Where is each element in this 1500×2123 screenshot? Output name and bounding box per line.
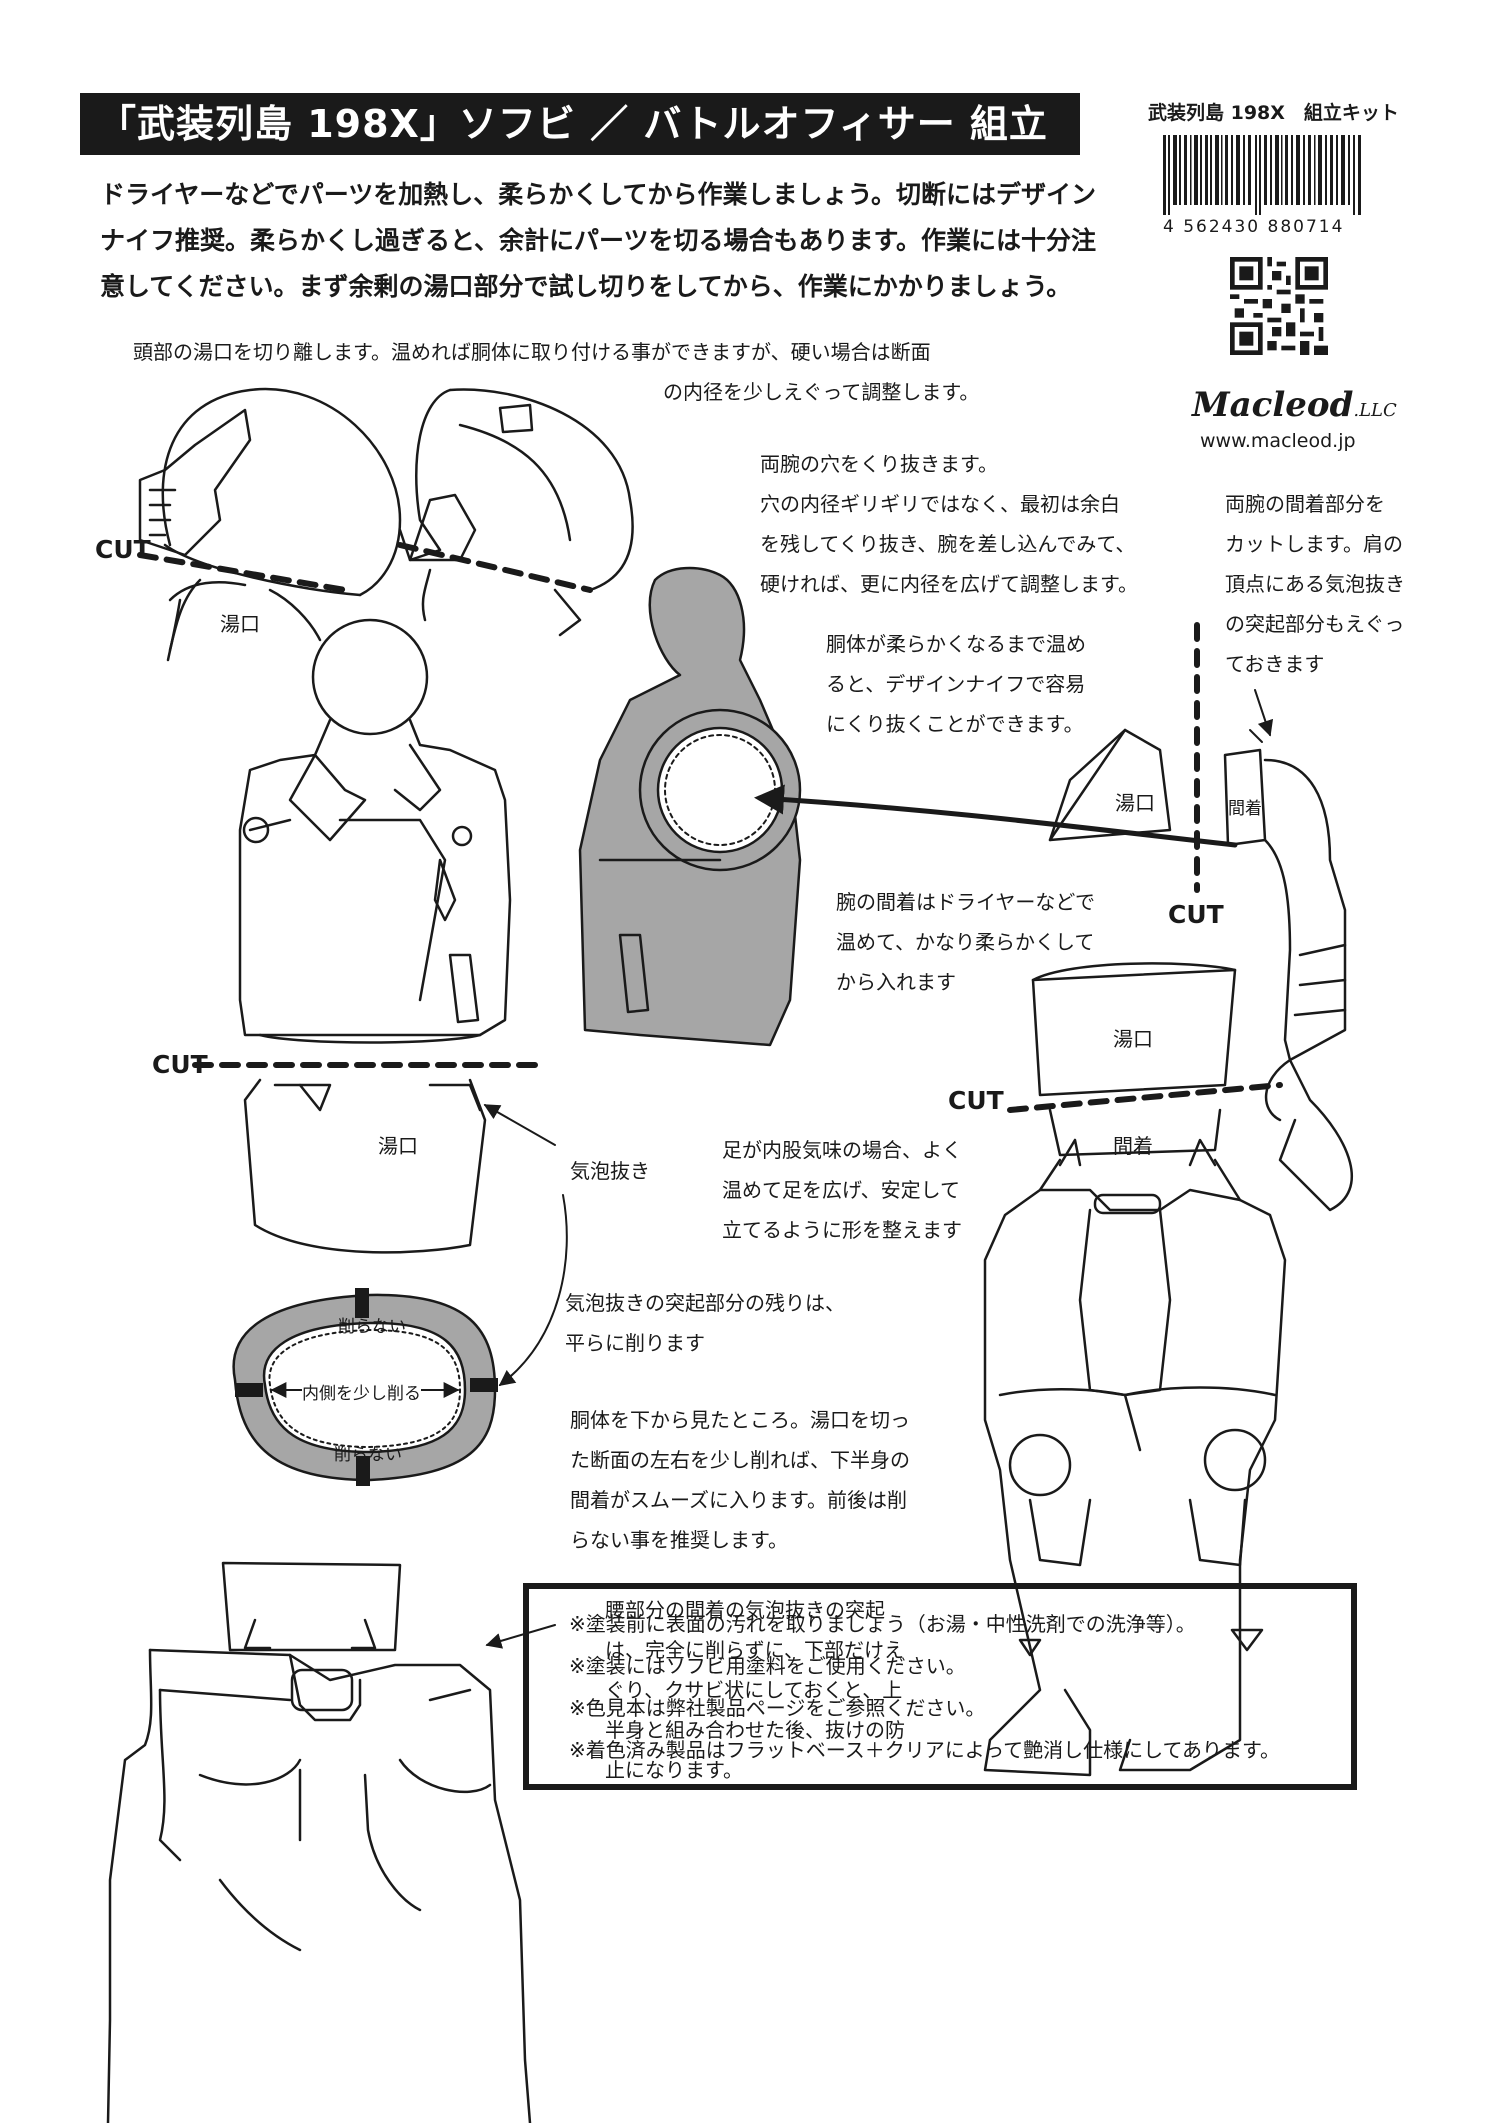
sprue-label-arm: 湯口 <box>1115 791 1155 815</box>
intro-line: 意してください。まず余剰の湯口部分で試し切りをしてから、作業にかかりましょう。 <box>100 272 1072 301</box>
cut-line-lower <box>1007 1082 1283 1113</box>
arm-to-hole-arrow <box>754 784 1238 848</box>
note-line: ぐり、クサビ状にしておくと、上 <box>605 1678 903 1702</box>
note-line: の突起部分もえぐっ <box>1225 612 1405 636</box>
note-torso-bottom: 胴体を下から見たところ。湯口を切っ た断面の左右を少し削れば、下半身の 間着がス… <box>570 1400 910 1560</box>
cut-label-torso: CUT <box>152 1050 208 1079</box>
note-arm-joint: 両腕の間着部分を カットします。肩の 頂点にある気泡抜き の突起部分もえぐっ て… <box>1225 484 1405 684</box>
note-line: 半身と組み合わせた後、抜けの防 <box>605 1718 905 1742</box>
note-line: 温めて足を広げ、安定して <box>722 1178 960 1202</box>
intro-line: ドライヤーなどでパーツを加熱し、柔らかくしてから作業しましょう。切断にはデザイン <box>100 180 1097 209</box>
footer-note: ※塗装にはソフビ用塗料をご使用ください。 <box>569 1654 966 1678</box>
note-line: の内径を少しえぐって調整します。 <box>663 380 980 404</box>
note-bubble-rest: 気泡抜きの突起部分の残りは、 平らに削ります <box>565 1283 845 1363</box>
barcode-icon <box>1163 135 1361 215</box>
note-line: た断面の左右を少し削れば、下半身の <box>570 1448 910 1472</box>
qr-code-icon <box>1230 257 1328 355</box>
barcode-number: 4 562430 880714 <box>1163 217 1345 237</box>
note-line: は、完全に削らずに、下部だけえ <box>605 1638 904 1662</box>
note-line: にくり抜くことができます。 <box>826 712 1084 736</box>
note-line: 胴体を下から見たところ。湯口を切っ <box>570 1408 910 1432</box>
joint-label-arm: 間着 <box>1228 799 1262 819</box>
brand-url: www.macleod.jp <box>1200 430 1356 452</box>
note-line: から入れます <box>836 970 956 994</box>
painting-notes-box: ※塗装前に表面の汚れを取りましょう（お湯・中性洗剤での洗浄等）。 ※塗装にはソフ… <box>523 1583 1357 1790</box>
note-line: 穴の内径ギリギリではなく、最初は余白 <box>760 492 1120 516</box>
shave-inside-label: 内側を少し削る <box>302 1379 421 1404</box>
arm <box>1223 729 1354 1212</box>
note-line: 腕の間着はドライヤーなどで <box>836 890 1095 914</box>
note-head: 頭部の湯口を切り離します。温めれば胴体に取り付ける事ができますが、硬い場合は断面… <box>133 332 979 412</box>
kit-label: 武装列島 198X 組立キット <box>1148 102 1399 124</box>
joint-label-lower: 間着 <box>1113 1134 1153 1158</box>
note-line: 気泡抜きの突起部分の残りは、 <box>565 1291 845 1315</box>
note-line: カットします。肩の <box>1225 532 1403 556</box>
intro-line: ナイフ推奨。柔らかくし過ぎると、余計にパーツを切る場合もあります。作業には十分注 <box>100 226 1097 255</box>
cut-label-arm: CUT <box>1168 900 1224 929</box>
note-line: 間着がスムーズに入ります。前後は削 <box>570 1488 907 1512</box>
bubble-vent-arrow <box>483 1104 556 1146</box>
torso-front <box>238 618 512 1044</box>
bubble-vent-label: 気泡抜き <box>570 1159 650 1183</box>
neck-sprue <box>168 578 247 652</box>
cut-label-head: CUT <box>95 535 151 564</box>
note-line: 立てるように形を整えます <box>722 1218 962 1242</box>
waist-detail <box>106 1561 532 2123</box>
torso-sprue <box>243 1078 487 1254</box>
note-arm-insert: 腕の間着はドライヤーなどで 温めて、かなり柔らかくして から入れます <box>836 882 1095 1002</box>
note-line: 腰部分の間着の気泡抜きの突起 <box>605 1598 885 1622</box>
note-line: 硬ければ、更に内径を広げて調整します。 <box>760 572 1138 596</box>
sprue-label-head: 湯口 <box>220 612 260 636</box>
note-line: 平らに削ります <box>565 1331 705 1355</box>
arm-sprue <box>1048 728 1172 842</box>
note-line: らない事を推奨します。 <box>570 1528 788 1552</box>
cut-label-lower: CUT <box>948 1086 1004 1115</box>
sprue-label-torso: 湯口 <box>378 1134 418 1158</box>
note-line: 頭部の湯口を切り離します。温めれば胴体に取り付ける事ができますが、硬い場合は断面 <box>133 340 931 364</box>
bubble-vent-arrow <box>498 1194 568 1386</box>
note-line: 止になります。 <box>605 1758 743 1782</box>
note-line: 胴体が柔らかくなるまで温め <box>826 632 1086 656</box>
note-line: 両腕の穴をくり抜きます。 <box>760 452 998 476</box>
waist-arrow <box>485 1624 556 1649</box>
intro-text: ドライヤーなどでパーツを加熱し、柔らかくしてから作業しましょう。切断にはデザイン… <box>100 172 1120 310</box>
note-waist: 腰部分の間着の気泡抜きの突起 は、完全に削らずに、下部だけえ ぐり、クサビ状にし… <box>605 1590 905 1790</box>
brand-suffix: .LLC <box>1353 400 1397 421</box>
footer-note: ※色見本は弊社製品ページをご参照ください。 <box>569 1696 986 1720</box>
brand-logo: Macleod.LLC <box>1192 385 1397 425</box>
arm-joint-arrow <box>1254 689 1274 737</box>
footer-note: ※塗装前に表面の汚れを取りましょう（お湯・中性洗剤での洗浄等）。 <box>569 1612 1196 1636</box>
note-arm-hole: 両腕の穴をくり抜きます。 穴の内径ギリギリではなく、最初は余白 を残してくり抜き… <box>760 444 1138 604</box>
footer-note: ※着色済み製品はフラットベース＋クリアによって艶消し仕様にしてあります。 <box>569 1738 1280 1762</box>
note-line: 足が内股気味の場合、よく <box>722 1138 962 1162</box>
no-shave-label-top: 削らない <box>338 1317 406 1337</box>
sprue-label-lower: 湯口 <box>1113 1027 1153 1051</box>
note-line: 頂点にある気泡抜き <box>1225 572 1405 596</box>
note-line: ておきます <box>1225 652 1325 676</box>
note-line: 両腕の間着部分を <box>1225 492 1385 516</box>
note-legs: 足が内股気味の場合、よく 温めて足を広げ、安定して 立てるように形を整えます <box>722 1130 962 1250</box>
lower-body-legs <box>983 1108 1287 1777</box>
note-torso-warm: 胴体が柔らかくなるまで温め ると、デザインナイフで容易 にくり抜くことができます… <box>826 624 1086 744</box>
note-line: を残してくり抜き、腕を差し込んでみて、 <box>760 532 1136 556</box>
note-line: ると、デザインナイフで容易 <box>826 672 1086 696</box>
note-line: 温めて、かなり柔らかくして <box>836 930 1095 954</box>
lower-sprue <box>1031 962 1237 1097</box>
helmet-back-view <box>398 388 634 637</box>
torso-back-gray <box>578 566 802 1047</box>
page-title: 「武装列島 198X」ソフビ ／ バトルオフィサー 組立ガイド <box>80 93 1080 208</box>
brand-name: Macleod <box>1192 385 1354 425</box>
cut-line-head <box>137 542 593 593</box>
no-shave-label-bottom: 削らない <box>334 1445 402 1465</box>
